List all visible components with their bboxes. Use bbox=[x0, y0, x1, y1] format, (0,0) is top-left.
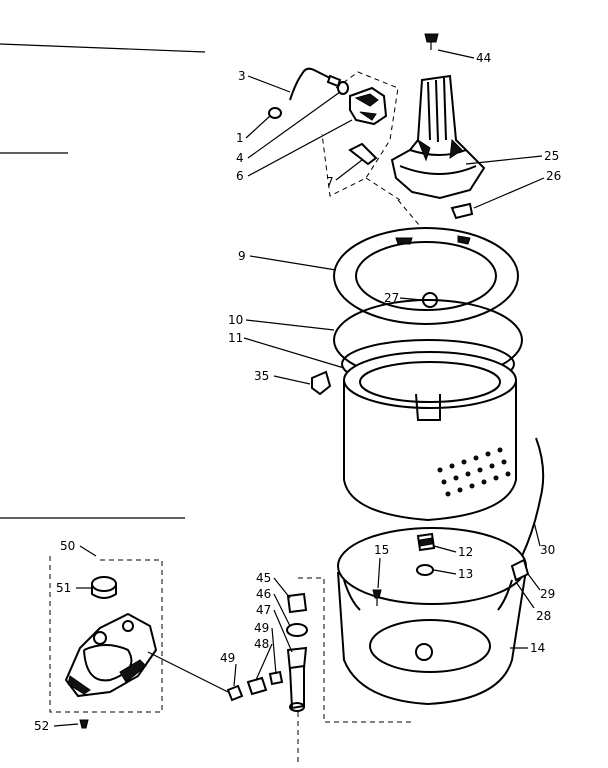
basket-perforations bbox=[437, 447, 511, 497]
pump-screw-part bbox=[79, 719, 89, 729]
pump-assembly-frame bbox=[49, 556, 163, 713]
tub-bolt-part bbox=[372, 589, 382, 606]
tub-ring-part bbox=[333, 227, 519, 325]
label-49-lower: 49 bbox=[220, 651, 235, 665]
label-47: 47 bbox=[256, 603, 271, 617]
label-10: 10 bbox=[228, 313, 243, 327]
agitator-cap-part bbox=[424, 33, 439, 50]
label-15: 15 bbox=[374, 543, 389, 557]
label-3: 3 bbox=[238, 69, 246, 83]
label-1: 1 bbox=[236, 131, 244, 145]
tub-washer-part bbox=[416, 564, 434, 576]
label-44: 44 bbox=[476, 51, 491, 65]
label-35: 35 bbox=[254, 369, 269, 383]
pump-body-part bbox=[64, 612, 158, 698]
label-14: 14 bbox=[530, 641, 545, 655]
agitator-part bbox=[390, 74, 486, 200]
label-26: 26 bbox=[546, 169, 561, 183]
label-46: 46 bbox=[256, 587, 271, 601]
bracket-part bbox=[348, 142, 378, 166]
label-48: 48 bbox=[254, 637, 269, 651]
label-50: 50 bbox=[60, 539, 75, 553]
label-6: 6 bbox=[236, 169, 244, 183]
drain-hose-part bbox=[226, 670, 284, 702]
label-12: 12 bbox=[458, 545, 473, 559]
label-9: 9 bbox=[238, 249, 246, 263]
drain-hose-dash-lines bbox=[297, 577, 414, 764]
fill-hose-part bbox=[521, 437, 545, 557]
hose-clip-part bbox=[268, 107, 282, 119]
margin-rules bbox=[0, 43, 206, 519]
label-45: 45 bbox=[256, 571, 271, 585]
pressure-hose-part bbox=[289, 67, 342, 101]
label-29: 29 bbox=[540, 587, 555, 601]
tub-clip-part bbox=[311, 370, 332, 396]
label-51: 51 bbox=[56, 581, 71, 595]
switch-group-outline bbox=[321, 71, 426, 233]
label-11: 11 bbox=[228, 331, 243, 345]
pump-pulley-part bbox=[91, 576, 117, 599]
label-25: 25 bbox=[544, 149, 559, 163]
label-52: 52 bbox=[34, 719, 49, 733]
label-7: 7 bbox=[326, 175, 334, 189]
washer-part bbox=[337, 81, 349, 95]
label-30: 30 bbox=[540, 543, 555, 557]
coupling-parts bbox=[286, 592, 308, 712]
label-28: 28 bbox=[536, 609, 551, 623]
label-4: 4 bbox=[236, 151, 244, 165]
label-27: 27 bbox=[384, 291, 399, 305]
switch-part bbox=[349, 86, 388, 126]
agitator-dog-part bbox=[450, 202, 474, 220]
outer-tub-part bbox=[337, 527, 527, 706]
label-49-upper: 49 bbox=[254, 621, 269, 635]
spin-basket-part bbox=[343, 351, 517, 522]
label-13: 13 bbox=[458, 567, 473, 581]
tub-bearing-part bbox=[416, 532, 436, 552]
